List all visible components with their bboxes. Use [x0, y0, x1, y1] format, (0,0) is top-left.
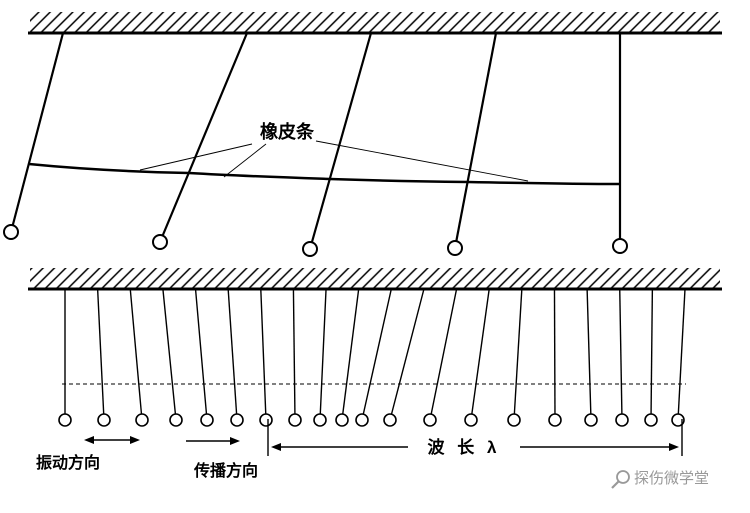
pendulum-string [650, 288, 654, 421]
pendulum-string [453, 32, 498, 249]
magnifier-lens [616, 470, 630, 484]
pendulum-string [292, 288, 296, 421]
wavelength-label: 波 长 λ [428, 437, 501, 457]
propagation-direction-arrow [186, 437, 240, 445]
pendulum-string [308, 32, 373, 250]
pendulum-string [389, 288, 425, 421]
pendulum-string [619, 288, 623, 421]
pendulum-ball [288, 413, 302, 427]
pendulum-string [129, 288, 143, 421]
pendulum-ball [644, 413, 658, 427]
pendulum-ball [615, 413, 629, 427]
pendulum-ball [423, 413, 437, 427]
pendulum-string [319, 288, 327, 421]
pendulum-ball [169, 413, 183, 427]
pendulum-ball [671, 413, 685, 427]
bottom-support-bar-hatching [30, 268, 720, 289]
rubber-band-curve [28, 162, 621, 186]
pendulum-string [260, 288, 267, 421]
magnifier-handle [611, 480, 620, 489]
pendulum-ball [313, 413, 327, 427]
pendulum-ball [507, 413, 521, 427]
pendulum-ball [464, 413, 478, 427]
bottom-pendulum-group [58, 288, 686, 427]
vibration-direction-label: 振动方向 [36, 453, 100, 472]
pendulum-ball [383, 413, 397, 427]
magnifier-icon [611, 470, 630, 489]
pendulum-ball [302, 241, 318, 257]
arrowhead-icon [130, 436, 140, 444]
arrowhead-icon [230, 437, 240, 445]
wavelength-dimension [267, 419, 683, 456]
arrowhead-icon [669, 443, 679, 451]
rubber-band-leader-lines [139, 140, 529, 182]
pendulum-string [227, 288, 238, 421]
pendulum-ball [447, 240, 463, 256]
pendulum-ball [548, 413, 562, 427]
top-support-bar-hatching [30, 12, 720, 33]
pendulum-string [96, 288, 105, 421]
arrowhead-icon [271, 443, 281, 451]
pendulum-ball [584, 413, 598, 427]
pendulum-ball [200, 413, 214, 427]
pendulum-string [513, 288, 523, 421]
propagation-direction-label: 传播方向 [193, 461, 258, 480]
leader-line [223, 143, 267, 178]
pendulum-string [586, 288, 592, 421]
pendulum-string [162, 288, 177, 421]
pendulum-ball [152, 234, 168, 250]
vibration-direction-arrow [84, 436, 140, 444]
pendulum-string [470, 288, 490, 421]
pendulum-ball [97, 413, 111, 427]
pendulum-string [9, 32, 65, 233]
pendulum-ball [135, 413, 149, 427]
rubber-band-label: 橡皮条 [260, 121, 315, 142]
pendulum-string [677, 288, 686, 421]
pendulum-string [553, 288, 556, 421]
pendulum-string [158, 32, 249, 243]
pendulum-ball [58, 413, 72, 427]
pendulum-ball [259, 413, 273, 427]
pendulum-ball [355, 413, 369, 427]
pendulum-string [194, 288, 208, 421]
pendulum-ball [335, 413, 349, 427]
watermark-text: 探伤微学堂 [634, 470, 709, 487]
pendulum-ball [612, 238, 628, 254]
arrowhead-icon [84, 436, 94, 444]
pendulum-ball [230, 413, 244, 427]
pendulum-ball [3, 224, 19, 240]
pendulum-string [361, 288, 392, 421]
top-pendulum-group [3, 32, 628, 257]
pendulum-string [429, 288, 458, 421]
leader-line [315, 140, 529, 182]
watermark: 探伤微学堂 [611, 470, 709, 489]
leader-line [139, 143, 253, 171]
pendulum-string [341, 288, 360, 421]
